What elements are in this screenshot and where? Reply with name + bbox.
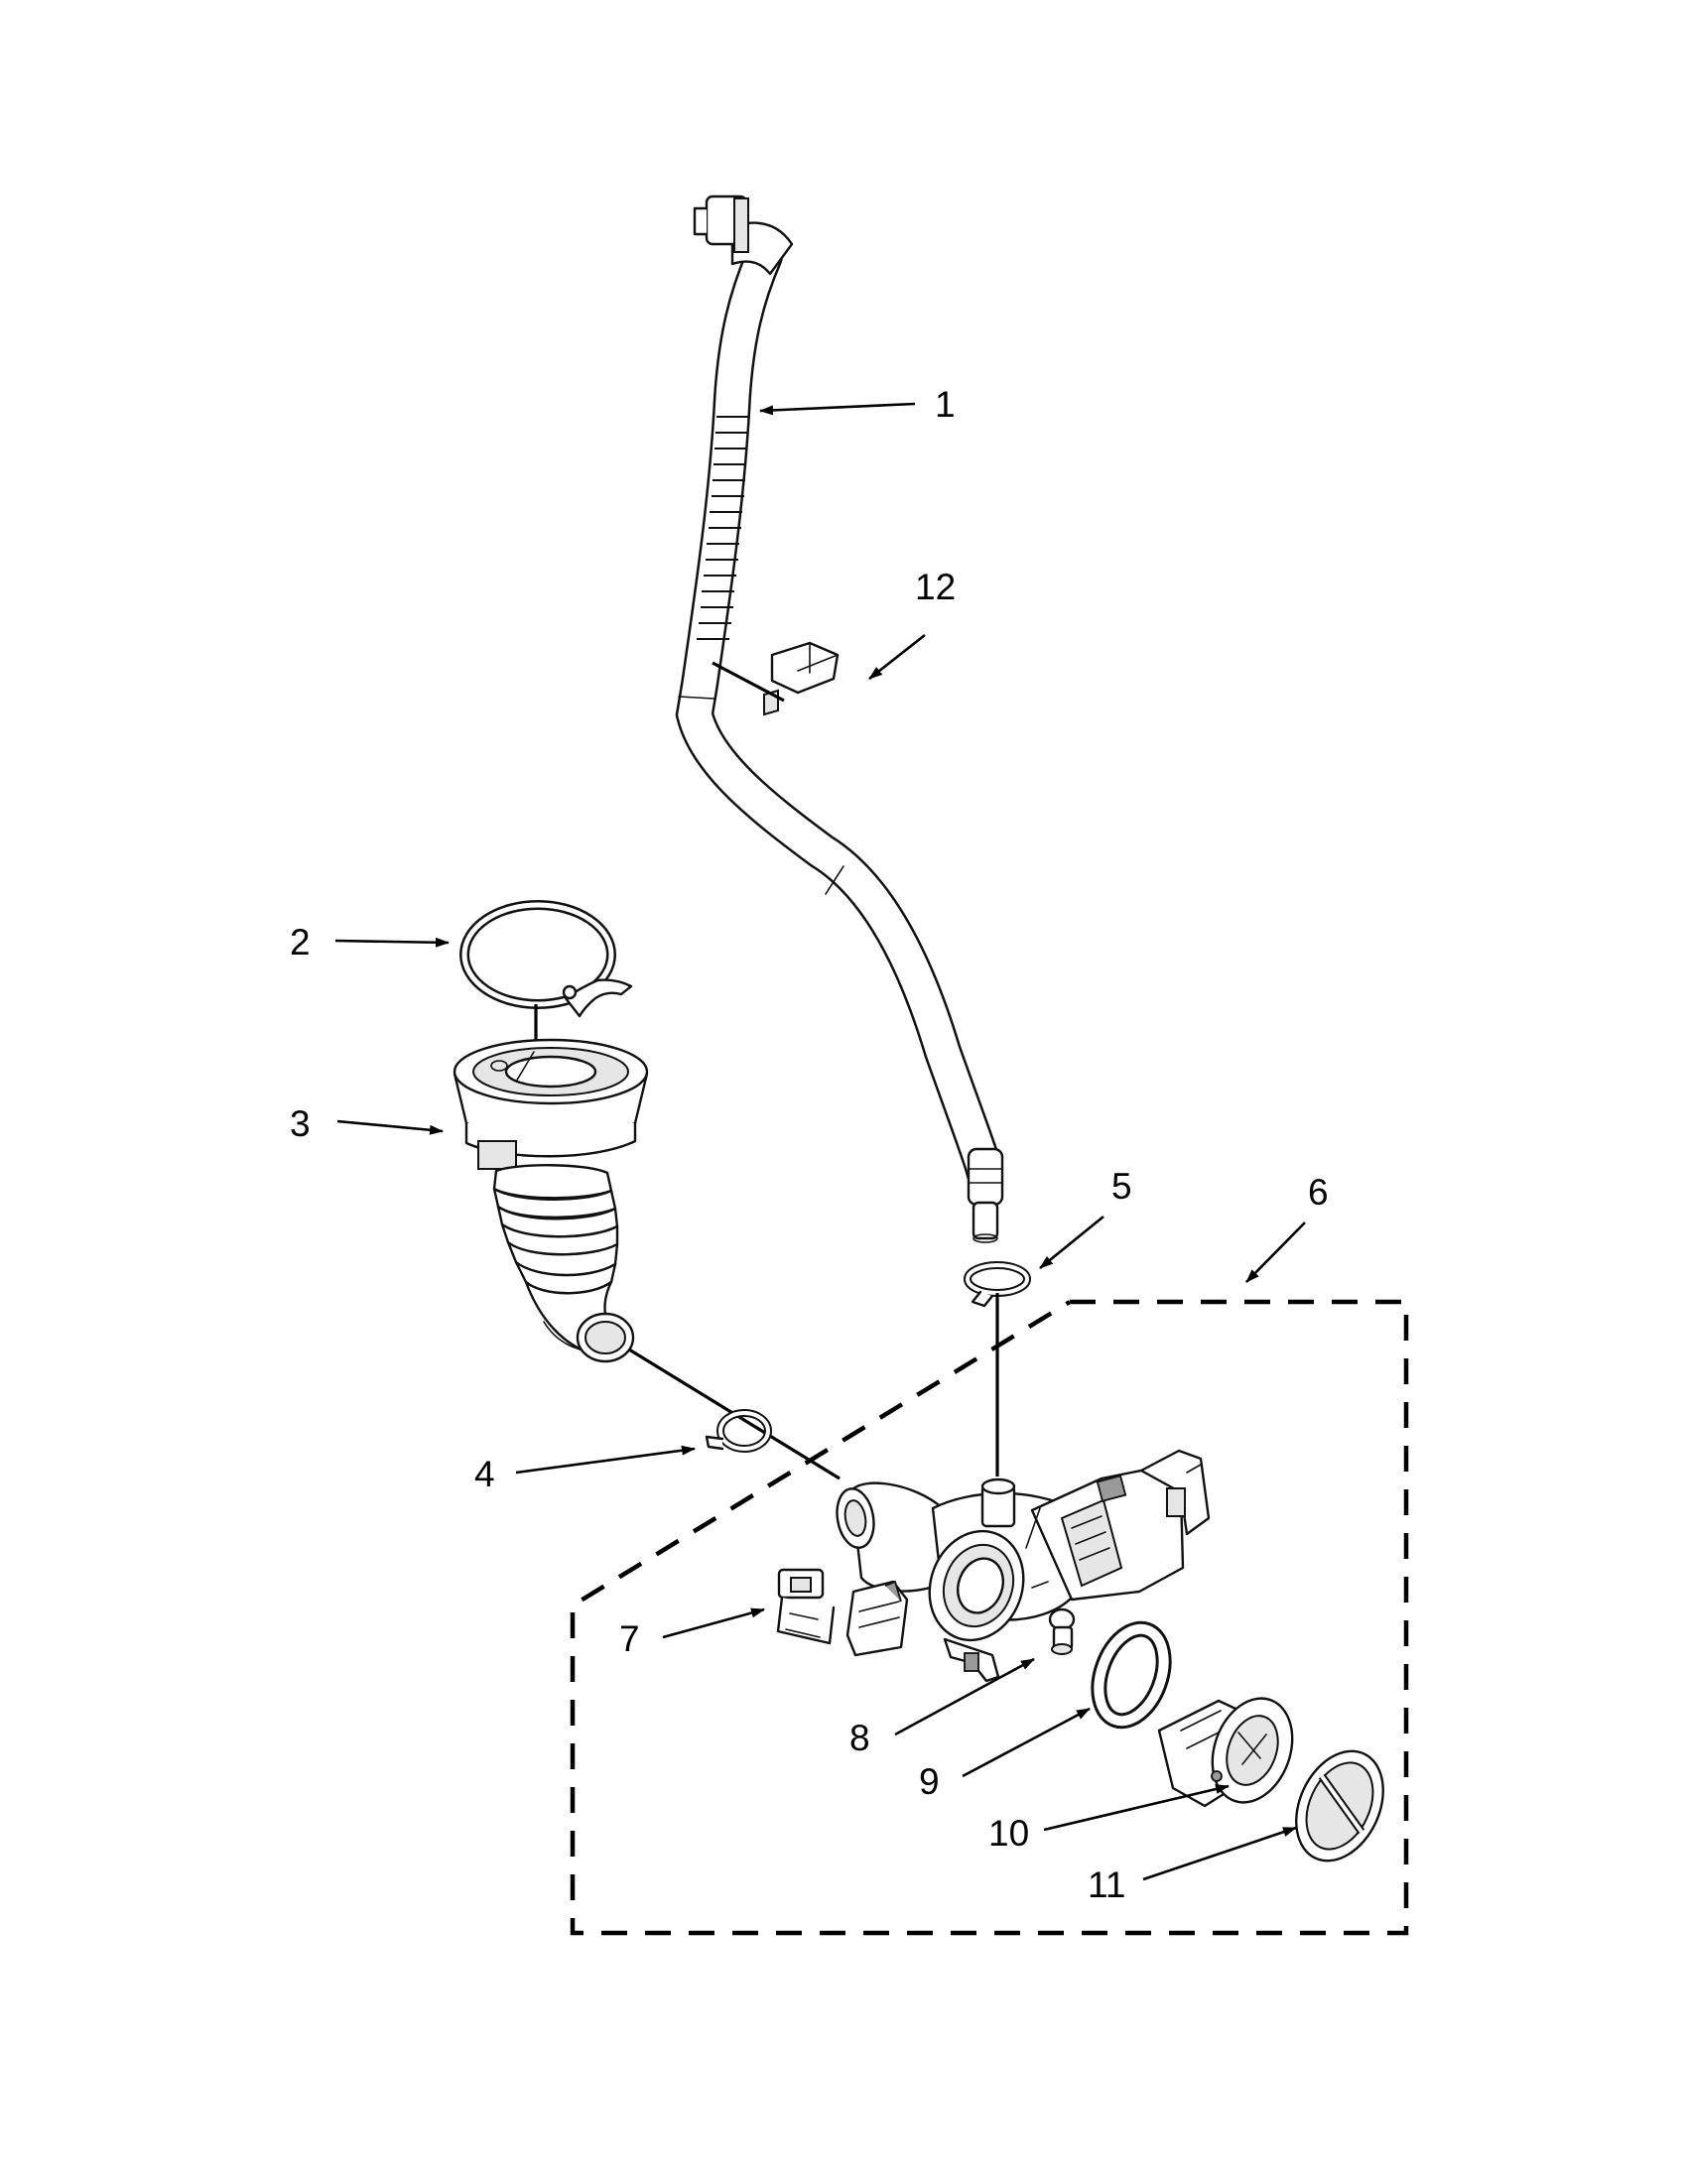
callout-10: 10 bbox=[988, 1813, 1029, 1854]
callout-6: 6 bbox=[1308, 1172, 1329, 1213]
callout-1: 1 bbox=[935, 384, 956, 425]
hose-clip bbox=[712, 641, 840, 716]
clip-connector bbox=[712, 661, 785, 703]
callout-labels: 1 2 3 4 5 6 7 8 9 10 11 12 bbox=[290, 384, 1329, 1905]
small-clamp bbox=[705, 1409, 772, 1453]
pump-brackets bbox=[776, 1568, 909, 1657]
callout-3: 3 bbox=[290, 1103, 311, 1144]
pump-filter bbox=[1157, 1697, 1294, 1808]
drain-pump bbox=[836, 1449, 1211, 1683]
callout-5: 5 bbox=[1111, 1166, 1132, 1207]
bellows-hose bbox=[453, 1038, 841, 1480]
callout-9: 9 bbox=[919, 1761, 940, 1802]
callout-8: 8 bbox=[849, 1718, 870, 1758]
callout-7: 7 bbox=[619, 1618, 640, 1659]
callout-4: 4 bbox=[474, 1454, 495, 1494]
callout-11: 11 bbox=[1088, 1864, 1125, 1905]
filter-cap bbox=[1295, 1749, 1384, 1863]
hose-bottom-cuff bbox=[967, 1147, 1004, 1207]
hose-clamp-small bbox=[964, 1261, 1031, 1477]
small-fitting bbox=[1048, 1607, 1076, 1655]
callout-2: 2 bbox=[290, 922, 311, 963]
seal-ring bbox=[1091, 1620, 1172, 1730]
callout-12: 12 bbox=[915, 567, 956, 607]
drain-hose bbox=[675, 194, 1004, 1243]
leader-lines bbox=[334, 402, 1306, 1881]
hose-corrugation bbox=[697, 416, 749, 640]
pump-assembly-dashed-box bbox=[570, 1299, 1409, 1936]
